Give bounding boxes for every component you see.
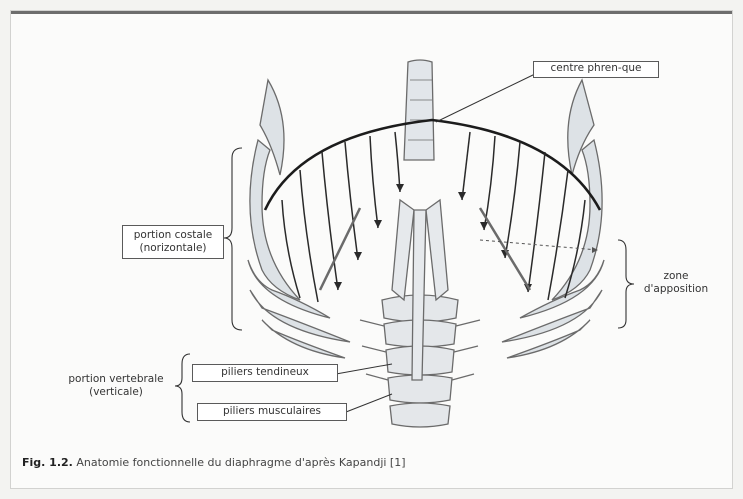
label-portion-vertebrale: portion vertebrale (verticale) — [52, 373, 180, 399]
figure-caption: Fig. 1.2. Anatomie fonctionnelle du diap… — [22, 456, 406, 469]
figure-number: Fig. 1.2. — [22, 456, 73, 469]
left-ribcage — [248, 80, 350, 358]
label-piliers-musculaires: piliers musculaires — [197, 403, 347, 421]
label-zone-apposition: zone d'apposition — [636, 270, 716, 296]
right-ribcage — [502, 80, 604, 358]
label-centre-phrenique: centre phren-que — [533, 61, 659, 78]
brace-portion-costale — [224, 148, 242, 330]
centre-phrenique-leader — [436, 74, 535, 122]
brace-zone-apposition — [618, 240, 634, 328]
caption-text: Anatomie fonctionnelle du diaphragme d'a… — [76, 456, 405, 469]
label-portion-costale: portion costale (norizontale) — [122, 225, 224, 259]
oesophagus — [404, 60, 434, 160]
label-piliers-tendineux: piliers tendineux — [192, 364, 338, 382]
